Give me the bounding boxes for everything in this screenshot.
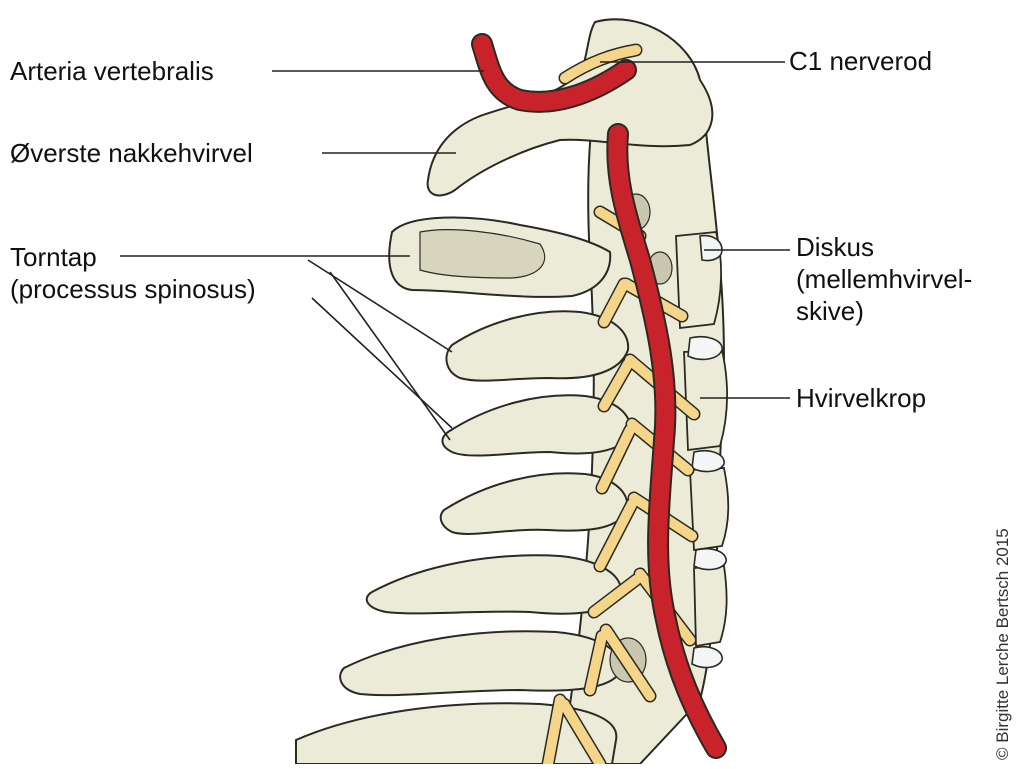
label-hvirvelkrop: Hvirvelkrop bbox=[796, 383, 926, 413]
label-diskus: Diskus bbox=[796, 232, 874, 262]
label-processus-spinosus: (processus spinosus) bbox=[10, 274, 256, 304]
label-mellemhvirvel: (mellemhvirvel- bbox=[796, 264, 972, 294]
label-skive: skive) bbox=[796, 296, 864, 326]
leader-torntap-4 bbox=[312, 298, 452, 428]
vertebral-body-4 bbox=[694, 566, 727, 646]
intervertebral-disc-2 bbox=[688, 337, 722, 360]
spinous-process-6 bbox=[340, 631, 621, 695]
intervertebral-disc-3 bbox=[692, 451, 724, 472]
vertebral-body-2 bbox=[684, 350, 727, 450]
intervertebral-disc-5 bbox=[692, 647, 722, 668]
intervertebral-disc-4 bbox=[694, 549, 726, 570]
leader-torntap-3 bbox=[330, 272, 450, 440]
label-torntap: Torntap bbox=[10, 242, 97, 272]
spinous-process-5 bbox=[367, 555, 621, 613]
label-arteria-vertebralis: Arteria vertebralis bbox=[10, 56, 214, 86]
copyright-credit: © Birgitte Lerche Bertsch 2015 bbox=[993, 528, 1013, 760]
intervertebral-disc-1 bbox=[700, 236, 722, 261]
label-c1-nerverod: C1 nerverod bbox=[789, 46, 932, 76]
label-overste-nakkehvirvel: Øverste nakkehvirvel bbox=[10, 138, 253, 168]
